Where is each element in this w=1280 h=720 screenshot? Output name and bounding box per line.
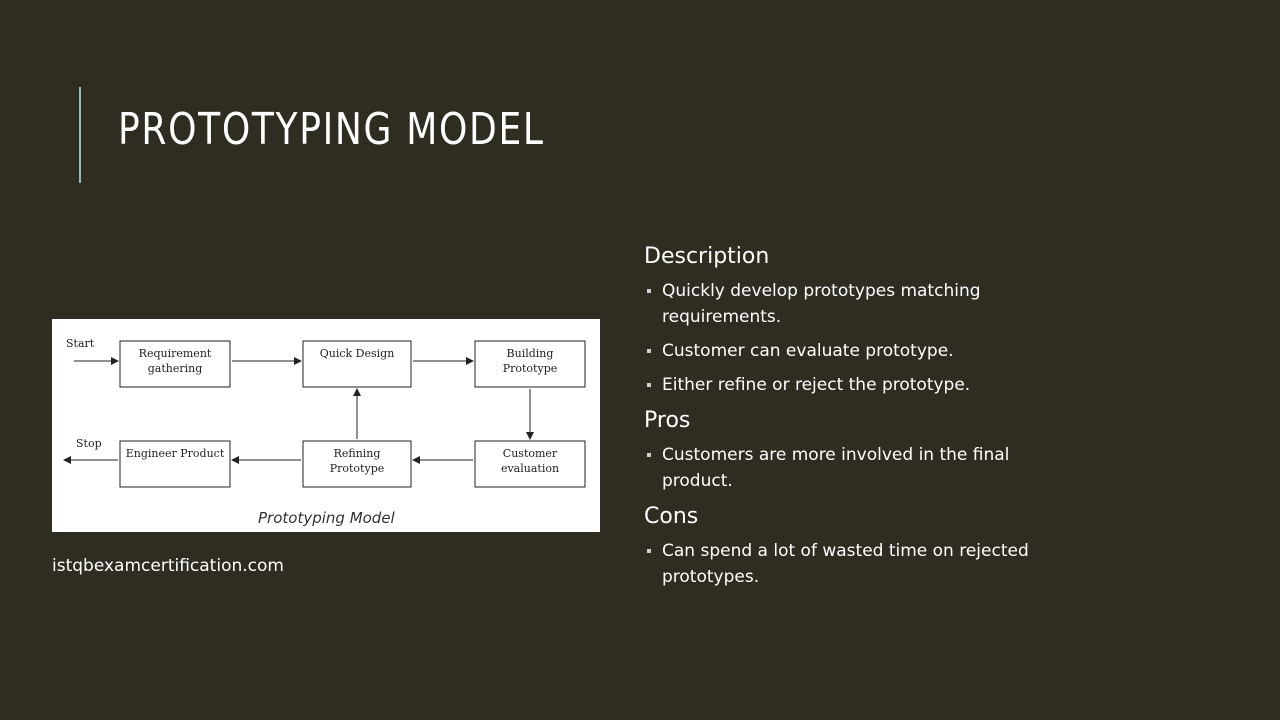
bullet-text: Can spend a lot of wasted time on reject…	[662, 541, 1029, 587]
section-heading-description: Description	[644, 244, 770, 269]
box-refining-line2: Prototype	[330, 462, 385, 475]
box-engineer-label: Engineer Product	[126, 447, 225, 460]
bullet-square-icon	[647, 289, 651, 293]
box-customer-line2: evaluation	[501, 462, 559, 475]
box-requirement-line2: gathering	[148, 362, 203, 375]
stop-label: Stop	[76, 437, 102, 450]
bullet-square-icon	[647, 383, 651, 387]
list-item: Can spend a lot of wasted time on reject…	[644, 538, 1084, 590]
bullet-square-icon	[647, 549, 651, 553]
start-label: Start	[66, 337, 95, 350]
description-list: Quickly develop prototypes matching requ…	[644, 278, 1084, 398]
bullet-square-icon	[647, 349, 651, 353]
diagram-svg: Start Stop Requirement gathering Quick D…	[63, 337, 586, 527]
source-credit: istqbexamcertification.com	[52, 556, 284, 576]
box-refining-prototype	[302, 440, 412, 488]
bullet-text: Quickly develop prototypes matching requ…	[662, 281, 981, 327]
pros-list: Customers are more involved in the final…	[644, 442, 1084, 494]
slide-title: PROTOTYPING MODEL	[118, 104, 545, 155]
box-building-line1: Building	[507, 347, 554, 360]
box-engineer-product	[119, 440, 231, 488]
box-requirement-line1: Requirement	[139, 347, 212, 360]
box-building-line2: Prototype	[503, 362, 558, 375]
section-heading-cons: Cons	[644, 504, 699, 529]
section-heading-pros: Pros	[644, 408, 691, 433]
content-panel: Description Quickly develop prototypes m…	[644, 244, 1084, 600]
bullet-text: Customer can evaluate prototype.	[662, 341, 954, 361]
box-refining-line1: Refining	[334, 447, 381, 460]
prototyping-model-diagram: Start Stop Requirement gathering Quick D…	[52, 319, 600, 532]
cons-list: Can spend a lot of wasted time on reject…	[644, 538, 1084, 590]
box-building-prototype	[474, 340, 586, 388]
diagram-caption: Prototyping Model	[258, 509, 396, 527]
box-quick-design	[302, 340, 412, 388]
list-item: Either refine or reject the prototype.	[644, 372, 1084, 398]
list-item: Customers are more involved in the final…	[644, 442, 1084, 494]
bullet-square-icon	[647, 453, 651, 457]
box-requirement-gathering	[119, 340, 231, 388]
bullet-text: Customers are more involved in the final…	[662, 445, 1010, 491]
box-customer-evaluation	[474, 440, 586, 488]
bullet-text: Either refine or reject the prototype.	[662, 375, 971, 395]
list-item: Customer can evaluate prototype.	[644, 338, 1084, 364]
box-customer-line1: Customer	[503, 447, 558, 460]
title-accent-rule	[79, 87, 81, 183]
list-item: Quickly develop prototypes matching requ…	[644, 278, 1084, 330]
box-quick-design-label: Quick Design	[320, 347, 395, 360]
